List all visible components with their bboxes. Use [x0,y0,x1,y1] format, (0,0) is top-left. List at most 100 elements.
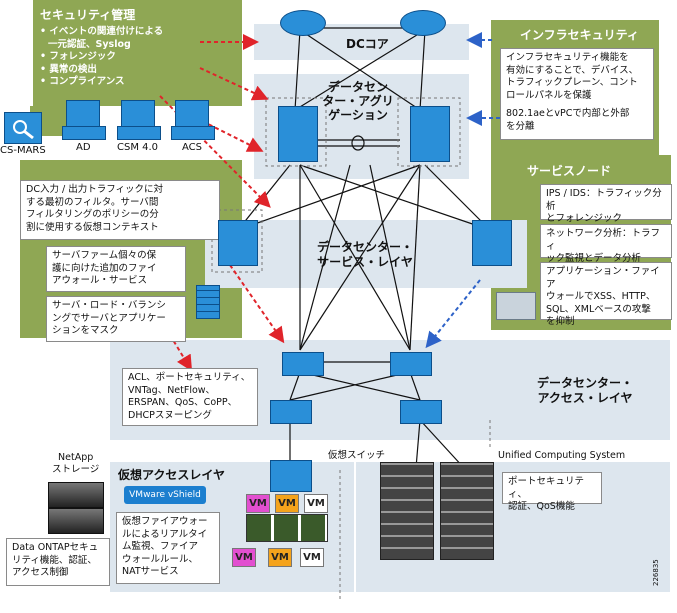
vm-white-1: VM [304,494,328,513]
ad-label: AD [76,142,91,153]
appfw-line-4: を抑制 [546,316,575,327]
access-line-1: ACL、ポートセキュリティ、 [128,372,251,383]
acs-server-icon [175,100,209,130]
netapp-line-1: Data ONTAPセキュ [12,542,99,553]
vm-magenta-2: VM [232,548,256,567]
csm-server-base [117,126,161,140]
magnifier-icon [13,120,34,140]
infra-line-3: トラフィックプレーン、コント [506,77,638,88]
infra-line-4: ロールパネルを保護 [506,89,592,101]
vshield-line-2: ルによるリアルタイ [122,528,208,540]
vm-orange-2: VM [268,548,292,567]
appfw-line-3: SQL、XMLベースの攻撃 [546,303,651,315]
ips-box: IPS / IDS：トラフィック分析 とフォレンジック [540,184,672,224]
firewall-line-1: サーバファーム個々の保 [52,250,157,261]
aggregation-switch-right [410,106,450,162]
infra-line-1: インフラセキュリティ機能を [506,52,629,63]
infra-line-5: 802.1aeとvPCで内部と外部 [506,108,630,119]
csm-label: CSM 4.0 [117,142,159,153]
server-blade-1 [246,514,328,542]
ucs-line-2: 認証、QoS機能 [508,501,575,512]
appfw-line-1: アプリケーション・ファイア [546,266,660,290]
netapp-line-2: リティ機能、認証、 [12,554,97,566]
nam-line-2: ック監視とデータ分析 [546,253,642,264]
aggregation-label-1: データセン [327,80,388,94]
netapp-desc-box: Data ONTAPセキュ リティ機能、認証、 アクセス制御 [6,538,110,586]
firewall-line-3: アウォール・サービス [52,275,148,286]
security-mgmt-title: セキュリティ管理 [40,8,136,22]
access-line-4: DHCPスヌーピング [128,409,212,421]
access-label-2: アクセス・レイヤ [537,391,633,405]
vm-magenta-1: VM [246,494,270,513]
vm-orange-1: VM [275,494,299,513]
access-line-2: VNTag、NetFlow、 [128,384,216,396]
vshield-line-3: ム監視、ファイア [122,541,199,552]
app-firewall-box: アプリケーション・ファイア ウォールでXSS、HTTP、 SQL、XMLベースの… [540,262,672,327]
acs-server-base [171,126,215,140]
access-features-box: ACL、ポートセキュリティ、 VNTag、NetFlow、 ERSPAN、QoS… [122,368,258,426]
vshield-line-1: 仮想ファイアウォー [122,516,208,527]
security-item-2: 一元認証、Syslog [48,38,131,50]
network-analysis-box: ネットワーク分析：トラフィ ック監視とデータ分析 [540,224,672,264]
vshield-desc-box: 仮想ファイアウォー ルによるリアルタイ ム監視、ファイア ウォールルール、 NA… [116,512,220,584]
netapp-storage-1 [48,482,104,508]
ucs-chassis-2 [440,462,494,560]
netapp-title-1: NetApp [58,452,94,463]
ucs-desc-box: ポートセキュリティ、 認証、QoS機能 [502,472,602,512]
vcontext-desc-box: DC入力 / 出力トラフィックに対 する最初のフィルタ。サーバ間 フィルタリング… [20,180,220,240]
access-line-3: ERSPAN、QoS、CoPP、 [128,397,238,408]
security-mgmt-list: • イベントの関連付けによる 一元認証、Syslog • フォレンジック • 異… [40,26,163,89]
access-label-1: データセンター・ [536,376,633,390]
security-item-3: • フォレンジック [40,51,116,62]
infra-security-title: インフラセキュリティ [520,28,639,42]
slb-desc-box: サーバ・ロード・バランシ ングでサーバとアプリケー ションをマスク [46,296,186,342]
access-switch-4 [400,400,442,424]
virtual-switch-icon [270,460,312,492]
netapp-line-3: アクセス制御 [12,567,69,578]
aggregation-label: データセン ター・アグリ ゲーション [322,80,394,122]
services-label-1: データセンター・ [316,240,413,254]
vcontext-line-4: 割に使用する仮想コンテキスト [26,221,159,233]
infra-security-box: インフラセキュリティ機能を 有効にすることで、デバイス、 トラフィックプレーン、… [500,48,654,140]
appfw-line-2: ウォールでXSS、HTTP、 [546,291,656,302]
ucs-line-1: ポートセキュリティ、 [508,476,585,500]
vshield-badge: VMware vShield [124,486,206,504]
vcontext-line-3: フィルタリングのポリシーの分 [26,209,159,220]
core-router-left [280,10,326,36]
nam-line-1: ネットワーク分析：トラフィ [546,228,661,252]
ips-line-1: IPS / IDS：トラフィック分析 [546,188,662,212]
security-mgmt-panel [33,0,242,106]
infra-line-6: を分離 [506,120,535,132]
service-switch-right [472,220,512,266]
infra-line-2: 有効にすることで、デバイス、 [506,64,639,76]
netapp-title-2: ストレージ [52,464,100,475]
firewall-brick-icon [196,285,220,319]
ucs-title: Unified Computing System [498,450,626,461]
services-label: データセンター・ サービス・レイヤ [315,240,415,270]
virtual-access-title: 仮想アクセスレイヤ [118,468,226,482]
access-label: データセンター・ アクセス・レイヤ [530,376,640,406]
ad-server-base [62,126,106,140]
firewall-desc-box: サーバファーム個々の保 護に向けた追加のファイ アウォール・サービス [46,246,186,292]
ips-line-2: とフォレンジック [546,213,623,224]
acs-label: ACS [182,142,202,153]
access-switch-2 [390,352,432,376]
vshield-line-4: ウォールルール、 [122,553,199,565]
aggregation-label-2: ター・アグリ [322,94,394,108]
cs-mars-label: CS-MARS [0,145,46,156]
cs-mars-device [4,112,42,144]
aggregation-switch-left [278,106,318,162]
vcontext-line-2: する最初のフィルタ。サーバ間 [26,196,159,208]
security-item-5: • コンプライアンス [40,76,125,87]
aggregation-label-3: ゲーション [328,108,388,122]
vm-white-2: VM [300,548,324,567]
core-router-right [400,10,446,36]
netapp-title: NetApp ストレージ [52,452,99,476]
access-switch-1 [282,352,324,376]
security-item-4: • 異常の検出 [40,63,97,75]
vcontext-line-1: DC入力 / 出力トラフィックに対 [26,184,163,195]
slb-line-1: サーバ・ロード・バランシ [52,300,166,311]
vswitch-label: 仮想スイッチ [328,450,386,461]
slb-line-2: ングでサーバとアプリケー [52,312,166,324]
